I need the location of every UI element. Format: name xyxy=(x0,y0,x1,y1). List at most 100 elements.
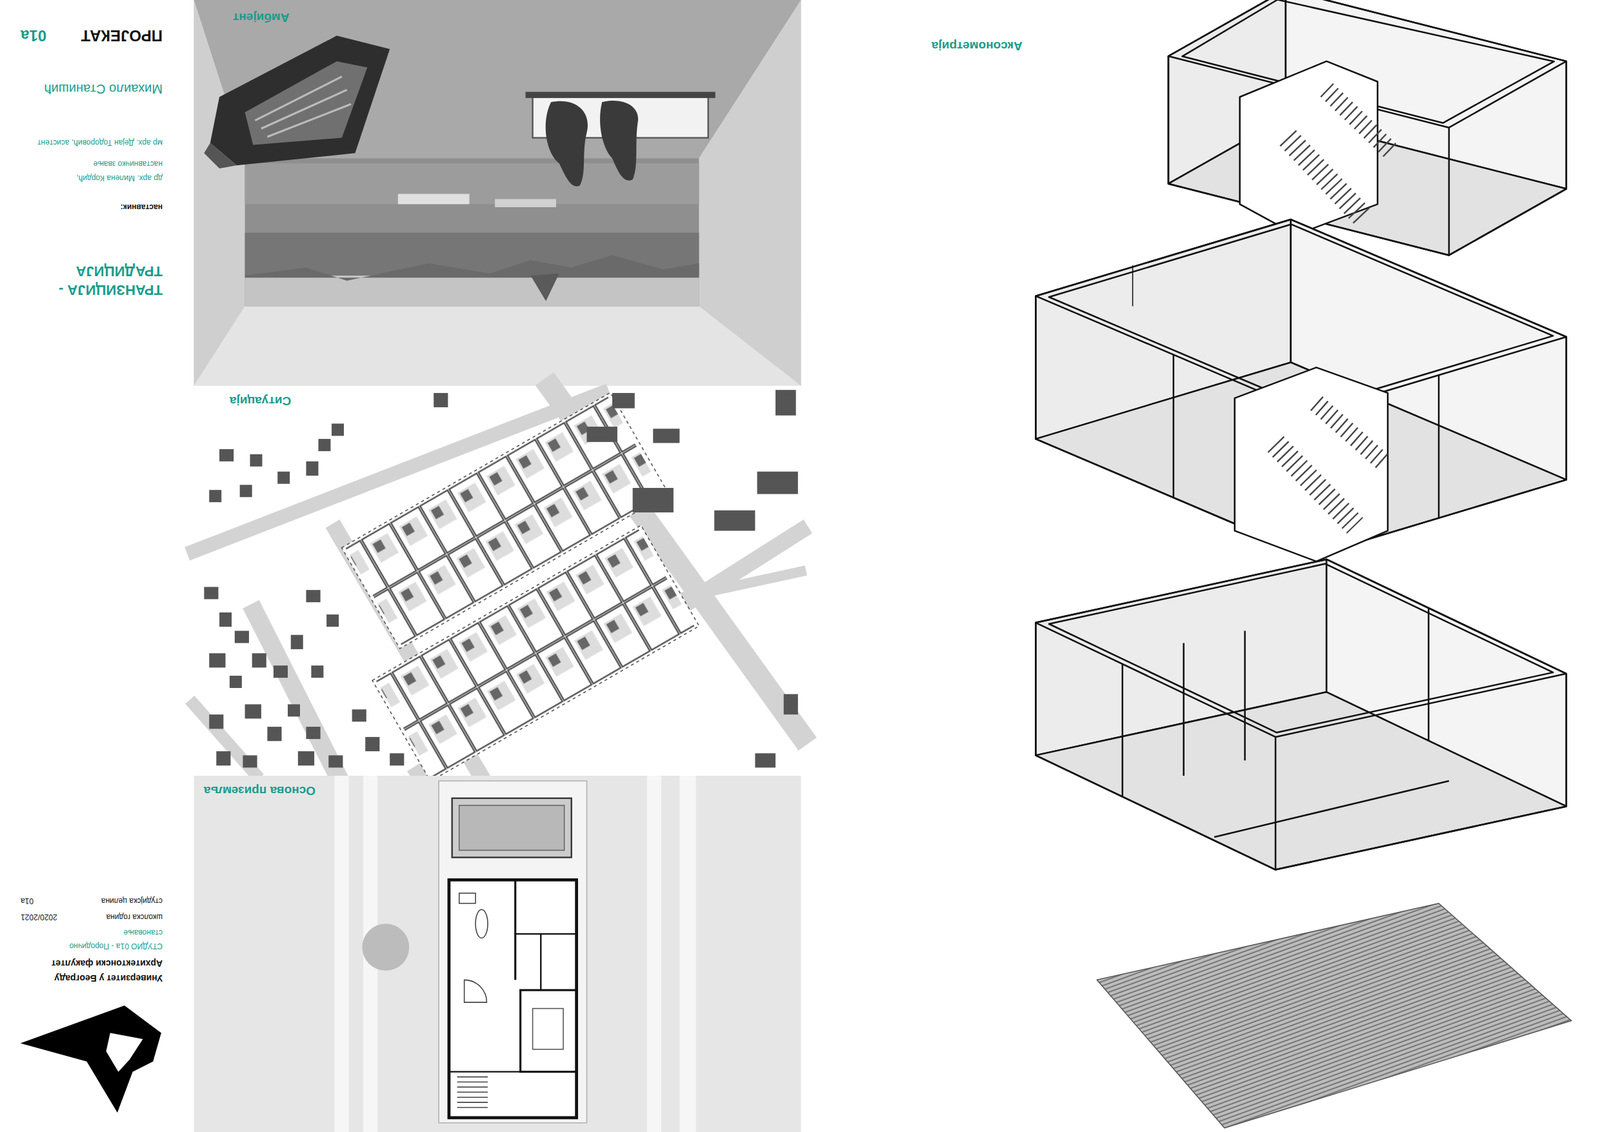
sheet-label: др арх. Милена Кордић, наставничко звање xyxy=(36,156,163,186)
ground-floor-plan xyxy=(452,798,572,858)
exploded-axonometry xyxy=(1035,559,1566,737)
site-map xyxy=(612,392,635,409)
site-map xyxy=(219,449,234,462)
ambient-render xyxy=(398,194,470,205)
ambient-render xyxy=(203,142,237,169)
exploded-axonometry xyxy=(1035,691,1566,870)
ground-floor-plan xyxy=(514,879,517,980)
site-map xyxy=(372,525,700,782)
exploded-axonometry xyxy=(1427,608,1430,742)
site-map xyxy=(242,754,257,768)
site-map xyxy=(287,703,300,717)
exploded-axonometry xyxy=(1049,563,1553,733)
ground-floor-plan xyxy=(647,775,662,1132)
exploded-axonometry xyxy=(1214,780,1450,837)
site-map xyxy=(290,634,304,650)
sheet-label: 01а xyxy=(20,895,86,906)
ground-floor-plan xyxy=(457,1076,488,1108)
panel-heading: Основа приземља xyxy=(203,783,316,798)
exploded-axonometry xyxy=(1172,354,1175,497)
ambient-render xyxy=(210,35,390,166)
ambient-render xyxy=(545,101,588,187)
site-map xyxy=(318,438,331,451)
site-map xyxy=(234,630,250,643)
ground-floor-plan xyxy=(449,1070,521,1072)
sheet-title: ТРАНЗИЦИЈА - ТРАДИЦИЈА xyxy=(30,261,163,300)
sheet-label: 01а xyxy=(20,25,73,46)
faculty-logo xyxy=(20,1005,162,1113)
sheet-label: Михаило Станишић xyxy=(14,80,163,98)
ambient-render xyxy=(245,275,700,306)
drawing-panel: Аксонометрија xyxy=(929,28,1575,1132)
exploded-axonometry xyxy=(1316,403,1386,465)
site-map xyxy=(203,586,219,599)
site-map xyxy=(433,392,448,408)
faculty-logo xyxy=(20,1005,162,1113)
exploded-axonometry xyxy=(1240,61,1379,235)
site-map xyxy=(305,726,320,739)
sheet-label: Универзитет у Београду Архитектонски фак… xyxy=(14,955,163,986)
sheet-label: СТУДИО 01а - Породично становање xyxy=(33,925,163,953)
faculty-logo xyxy=(105,1032,143,1072)
site-map xyxy=(328,754,343,768)
site-map xyxy=(252,652,267,668)
site-map xyxy=(219,612,232,627)
site-map xyxy=(229,675,242,688)
exploded-axonometry xyxy=(1035,0,1571,1128)
site-map xyxy=(209,489,222,502)
ground-floor-plan xyxy=(679,775,696,1132)
ground-floor-plan xyxy=(540,933,542,990)
site-map xyxy=(632,487,674,513)
site-map xyxy=(203,389,799,768)
exploded-axonometry xyxy=(1438,375,1440,519)
ground-floor-plan xyxy=(464,979,488,1002)
exploded-axonometry xyxy=(1132,265,1134,306)
ground-floor-plan xyxy=(194,775,802,1132)
sheet-label: наставник: xyxy=(65,201,163,213)
panel-heading: Амбијент xyxy=(232,10,290,25)
ambient-render xyxy=(530,273,559,302)
site-map xyxy=(305,461,319,476)
exploded-axonometry xyxy=(1234,367,1388,562)
panel-heading: Аксонометрија xyxy=(931,38,1023,53)
exploded-axonometry xyxy=(1167,56,1170,184)
site-map xyxy=(714,510,755,531)
site-map xyxy=(298,750,315,766)
ground-floor-plan xyxy=(194,775,802,1132)
exploded-axonometry xyxy=(1035,754,1566,870)
panel-heading: Ситуација xyxy=(229,393,291,408)
ambient-render xyxy=(194,0,802,386)
site-map xyxy=(250,454,263,467)
ambient-render xyxy=(194,0,802,386)
ground-floor-plan xyxy=(475,909,488,938)
site-map xyxy=(352,709,367,722)
exploded-axonometry xyxy=(1565,336,1568,480)
site-map xyxy=(310,665,324,678)
site-map xyxy=(586,426,617,442)
site-map xyxy=(652,428,680,443)
ambient-render xyxy=(245,61,368,146)
exploded-axonometry xyxy=(1448,127,1451,256)
ambient-render xyxy=(194,305,802,386)
ground-floor-plan xyxy=(438,780,587,1123)
ground-floor-plan xyxy=(334,775,350,1132)
site-map xyxy=(209,714,224,729)
ground-floor-plan xyxy=(520,989,577,1072)
ground-floor-plan xyxy=(515,932,577,935)
ambient-render xyxy=(245,158,700,306)
site-map xyxy=(305,589,320,602)
exploded-axonometry xyxy=(1121,663,1124,797)
exploded-axonometry xyxy=(1096,903,1571,1128)
site-map xyxy=(376,529,695,779)
exploded-axonometry xyxy=(1243,630,1246,760)
site-map xyxy=(331,423,344,436)
ground-floor-plan xyxy=(361,923,410,971)
ground-floor-plan xyxy=(459,805,565,851)
site-map xyxy=(365,736,380,751)
exploded-axonometry xyxy=(1034,622,1037,756)
site-map xyxy=(245,703,262,719)
exploded-axonometry xyxy=(1326,89,1393,153)
exploded-axonometry xyxy=(1274,736,1277,870)
